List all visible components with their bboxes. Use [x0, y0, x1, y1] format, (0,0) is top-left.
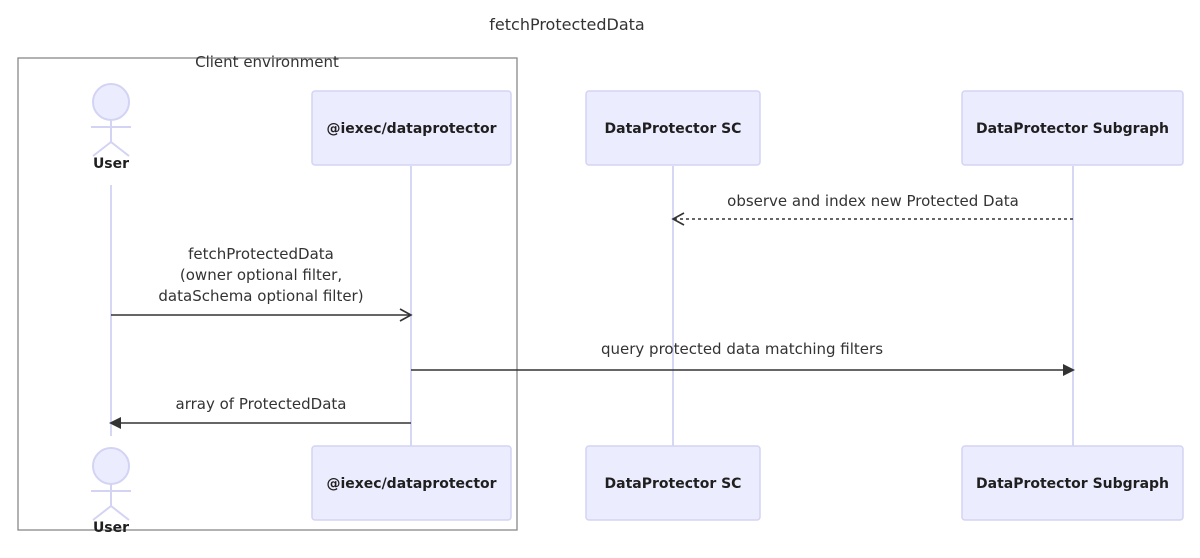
participant-label-top-sc: DataProtector SC — [605, 121, 742, 137]
message-1: fetchProtectedData (owner optional filter… — [111, 245, 413, 322]
participant-top-subgraph: DataProtector Subgraph — [961, 90, 1184, 166]
actor-left-leg-icon — [92, 505, 112, 521]
diagram-title: fetchProtectedData — [489, 15, 644, 34]
client-environment-group: Client environment — [17, 53, 518, 531]
actor-label-bottom-user: User — [93, 520, 129, 536]
actor-label-top-user: User — [93, 156, 129, 172]
client-environment-frame — [17, 57, 518, 531]
participant-top-sc: DataProtector SC — [585, 90, 761, 166]
messages: observe and index new Protected Data fetc… — [109, 192, 1075, 429]
participant-label-bottom-dataprotector: @iexec/dataprotector — [326, 476, 496, 492]
participant-box-subgraph — [961, 90, 1184, 166]
participant-box-sc — [585, 445, 761, 521]
participant-bottom-dataprotector: @iexec/dataprotector — [311, 445, 512, 521]
actor-right-leg-icon — [110, 505, 130, 521]
actor-top-user: User — [91, 83, 131, 172]
actor-bottom-user: User — [91, 447, 131, 536]
message-0: observe and index new Protected Data — [671, 192, 1073, 226]
message-label-2-0: query protected data matching filters — [601, 340, 883, 358]
message-label-1-1: (owner optional filter, — [180, 266, 342, 284]
message-2: query protected data matching filters — [411, 340, 1075, 376]
message-3: array of ProtectedData — [109, 395, 411, 429]
message-label-3-0: array of ProtectedData — [176, 395, 347, 413]
message-label-0-0: observe and index new Protected Data — [727, 192, 1019, 210]
client-environment-label: Client environment — [195, 53, 339, 71]
participant-label-bottom-subgraph: DataProtector Subgraph — [976, 476, 1169, 492]
participant-box-dataprotector — [311, 445, 512, 521]
participant-top-dataprotector: @iexec/dataprotector — [311, 90, 512, 166]
participant-box-dataprotector — [311, 90, 512, 166]
message-label-1-0: fetchProtectedData — [188, 245, 334, 263]
actor-head-icon — [92, 447, 130, 485]
participant-box-subgraph — [961, 445, 1184, 521]
participant-label-top-subgraph: DataProtector Subgraph — [976, 121, 1169, 137]
actor-head-icon — [92, 83, 130, 121]
participant-bottom-subgraph: DataProtector Subgraph — [961, 445, 1184, 521]
participant-box-sc — [585, 90, 761, 166]
participant-label-bottom-sc: DataProtector SC — [605, 476, 742, 492]
participants: UserUser@iexec/dataprotector@iexec/datap… — [91, 83, 1184, 536]
participant-label-top-dataprotector: @iexec/dataprotector — [326, 121, 496, 137]
participant-bottom-sc: DataProtector SC — [585, 445, 761, 521]
actor-right-leg-icon — [110, 141, 130, 157]
message-label-1-2: dataSchema optional filter) — [158, 287, 363, 305]
actor-left-leg-icon — [92, 141, 112, 157]
